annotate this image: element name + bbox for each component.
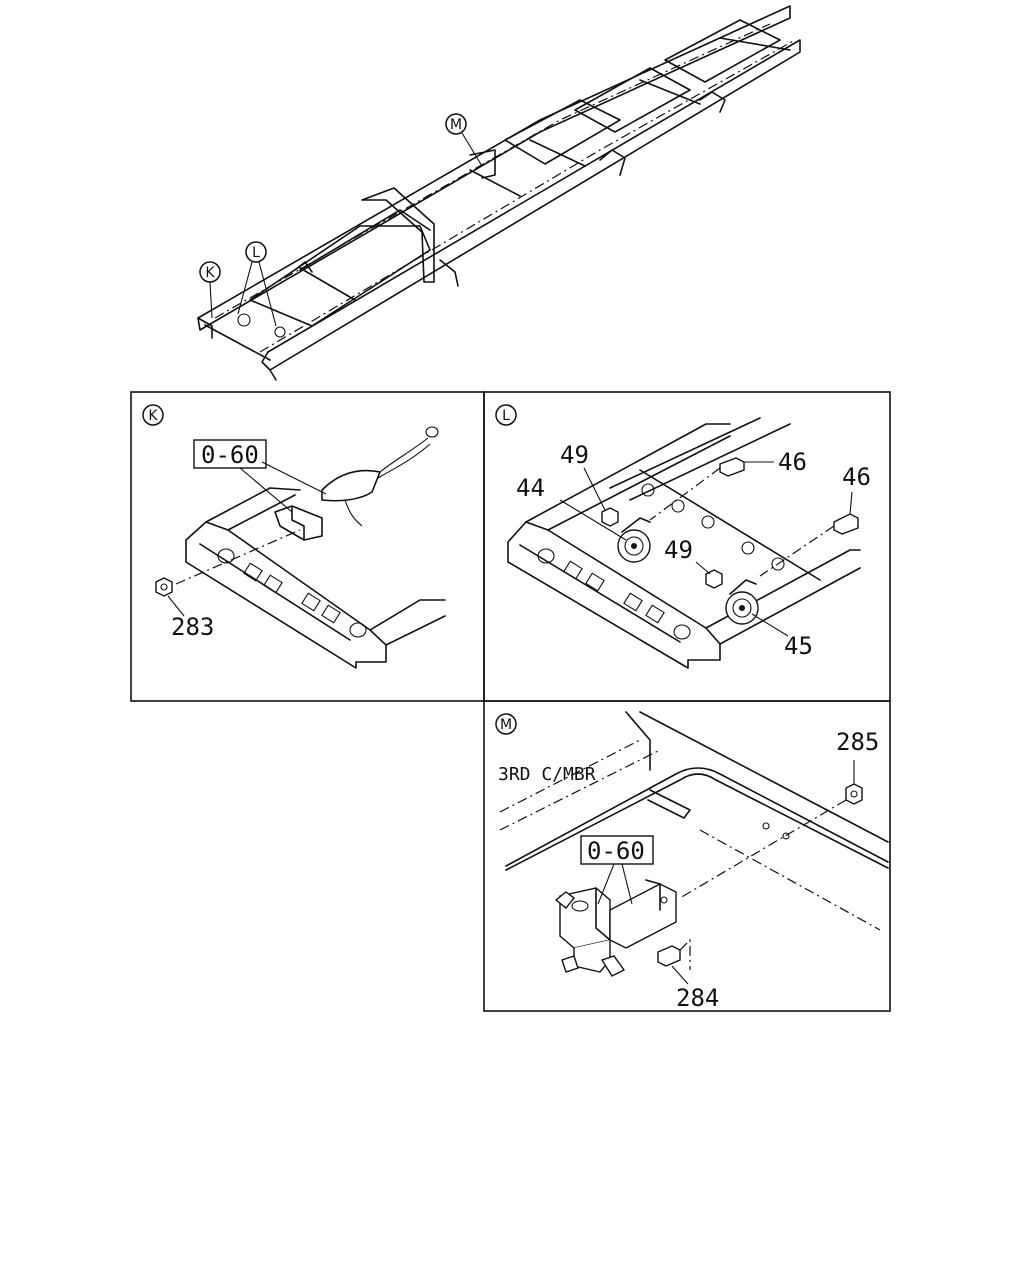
panel-m-badge: [495, 713, 517, 735]
panel-l-letter: L: [502, 408, 510, 424]
part-284-label[interactable]: 284: [676, 984, 719, 1012]
part-49-lower-label[interactable]: 49: [664, 536, 693, 564]
panel-m-group-box: [580, 835, 654, 865]
callout-l[interactable]: L: [237, 241, 277, 327]
panel-k: K 0-60 283: [142, 404, 446, 669]
panel-l: L: [495, 404, 871, 669]
crossmember-note: 3RD C/MBR: [498, 764, 596, 785]
panel-m: M 3RD C/MBR 0-60: [495, 711, 889, 1012]
panel-k-group-code: 0-60: [201, 441, 259, 469]
chassis-overview: [197, 5, 801, 381]
panel-l-badge: [495, 404, 517, 426]
part-285-label[interactable]: 285: [836, 728, 879, 756]
panel-k-group-box: [193, 439, 267, 469]
callout-m[interactable]: M: [445, 113, 483, 167]
svg-text:K: K: [205, 265, 215, 281]
callout-k[interactable]: K: [199, 261, 221, 319]
svg-text:L: L: [252, 245, 260, 261]
part-283-label[interactable]: 283: [171, 613, 214, 641]
part-45-label[interactable]: 45: [784, 632, 813, 660]
part-44-label[interactable]: 44: [516, 474, 545, 502]
part-49-upper-label[interactable]: 49: [560, 441, 589, 469]
panel-m-letter: M: [500, 717, 512, 733]
panel-m-frame: [483, 700, 891, 1012]
svg-text:M: M: [450, 117, 462, 133]
panel-k-badge: [142, 404, 164, 426]
part-46-lower-label[interactable]: 46: [842, 463, 871, 491]
panel-k-letter: K: [148, 408, 158, 424]
part-46-upper-label[interactable]: 46: [778, 448, 807, 476]
panel-k-frame: [130, 391, 485, 702]
panel-m-group-code: 0-60: [587, 837, 645, 865]
